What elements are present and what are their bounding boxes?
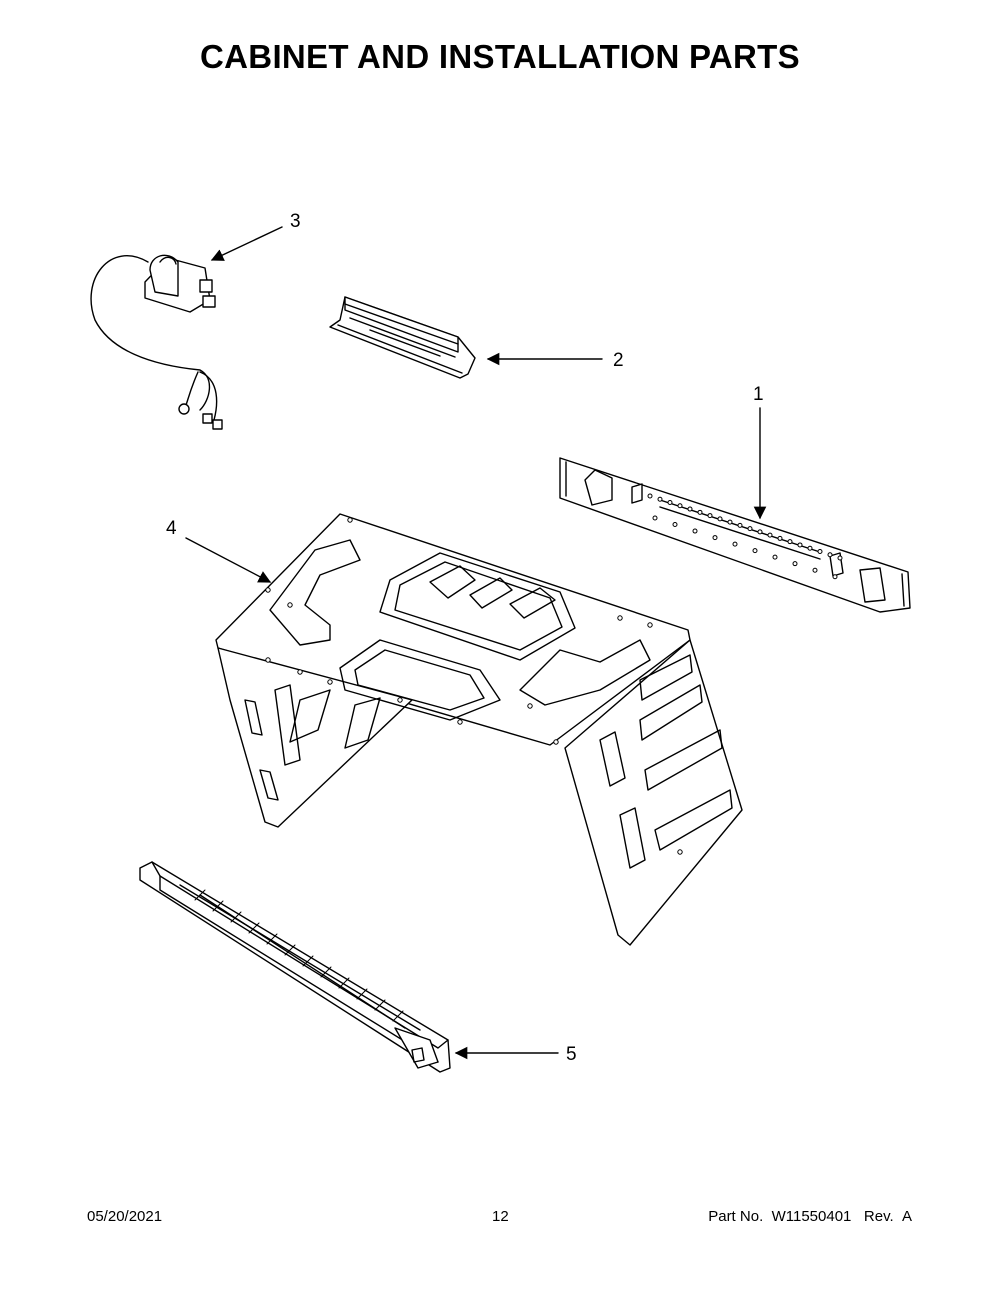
footer-part-number: W11550401 bbox=[771, 1208, 852, 1225]
footer-rev-label: Rev. bbox=[863, 1208, 894, 1225]
part-1-mounting-plate-holes bbox=[647, 493, 843, 580]
footer-date: 05/20/2021 bbox=[87, 1208, 163, 1225]
footer-part-label: Part No. bbox=[708, 1208, 764, 1225]
part-4-cabinet-holes bbox=[265, 517, 683, 855]
footer-page-number: 12 bbox=[492, 1208, 509, 1225]
callout-5-label[interactable]: 5 bbox=[566, 1044, 577, 1065]
footer-part-info: Part No. W11550401 Rev. A bbox=[708, 1208, 912, 1225]
footer-rev-value: A bbox=[901, 1208, 912, 1225]
callout-4-label[interactable]: 4 bbox=[166, 518, 177, 539]
callout-2-label[interactable]: 2 bbox=[613, 350, 624, 371]
part-2-bracket[interactable] bbox=[329, 296, 476, 379]
part-4-cabinet[interactable] bbox=[215, 513, 743, 946]
callout-4-leader bbox=[185, 537, 272, 583]
part-3-power-cord[interactable] bbox=[90, 254, 223, 430]
callout-3-leader bbox=[210, 226, 283, 261]
part-1-mounting-plate[interactable] bbox=[559, 457, 911, 613]
part-5-front-trim[interactable] bbox=[139, 861, 451, 1073]
callout-3-label[interactable]: 3 bbox=[290, 211, 301, 232]
callout-1-label[interactable]: 1 bbox=[753, 384, 764, 405]
page-title: CABINET AND INSTALLATION PARTS bbox=[200, 38, 800, 75]
part-5-front-trim-ribs bbox=[194, 889, 404, 1022]
